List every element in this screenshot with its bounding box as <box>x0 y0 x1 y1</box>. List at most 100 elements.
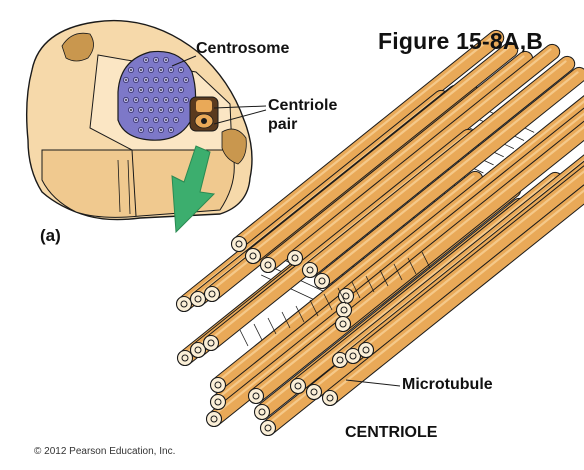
microtubule-end <box>259 419 277 437</box>
cell-texture <box>221 128 247 165</box>
nuclear-pore-center <box>130 69 132 71</box>
microtubule-highlight <box>236 34 496 243</box>
microtubule-end <box>209 393 227 411</box>
microtubule-end <box>357 341 375 359</box>
nuclear-pore-center <box>170 89 172 91</box>
nuclear-pore-center <box>165 79 167 81</box>
nuclear-pore-center <box>175 99 177 101</box>
microtubule-end <box>301 261 319 279</box>
nuclear-pore-center <box>170 109 172 111</box>
figure-title: Figure 15-8A,B <box>378 28 544 54</box>
linker-line <box>253 323 263 341</box>
microtubule-lumen <box>326 394 334 402</box>
microtubule-highlight <box>343 100 584 295</box>
microtubule-lumen <box>235 240 243 248</box>
linker-line <box>421 251 431 269</box>
nuclear-pore-center <box>150 89 152 91</box>
microtubule-highlight <box>307 60 567 269</box>
nuclear-pore-center <box>155 79 157 81</box>
cell-texture <box>61 32 94 62</box>
centriole-pair-leader <box>213 105 267 109</box>
linker-line <box>323 293 333 311</box>
microtubule-lumen <box>294 382 302 390</box>
cell-crease <box>117 159 131 215</box>
nuclear-pore-center <box>175 119 177 121</box>
linker-line <box>295 305 305 323</box>
nuclear-pore-center <box>185 99 187 101</box>
nuclear-pore-center <box>180 69 182 71</box>
microtubule-end <box>335 301 353 319</box>
microtubule-lumen <box>194 295 202 303</box>
linker-line <box>351 281 361 299</box>
nuclear-pore-center <box>165 119 167 121</box>
microtubule-lumen <box>339 320 347 328</box>
microtubule-lumen <box>318 277 326 285</box>
nucleus <box>117 50 197 141</box>
microtubule-tube <box>233 29 505 251</box>
nuclear-pore-center <box>125 79 127 81</box>
nuclear-pore-center <box>130 109 132 111</box>
nuclear-pore-center <box>125 99 127 101</box>
microtubule-lumen <box>207 339 215 347</box>
microtubule-label: Microtubule <box>402 376 493 393</box>
microtubule-end <box>344 347 362 365</box>
microtubule-highlight <box>292 48 552 257</box>
nuclear-pore-center <box>160 129 162 131</box>
cell-crease <box>131 149 137 217</box>
microtubule-tube <box>316 66 584 288</box>
nuclear-pore-center <box>165 99 167 101</box>
microtubule-highlight <box>363 170 584 349</box>
nuclear-pore-center <box>150 129 152 131</box>
microtubule-highlight <box>319 71 579 280</box>
microtubule-end <box>189 341 207 359</box>
microtubule-lumen <box>181 354 189 362</box>
microtubule-highlight <box>215 175 475 384</box>
nuclear-pore-center <box>160 89 162 91</box>
nuclear-pore-center <box>175 79 177 81</box>
magnify-arrow <box>171 145 216 234</box>
nuclear-pore-center <box>170 129 172 131</box>
nuclear-pore-center <box>145 99 147 101</box>
microtubule-end <box>253 403 271 421</box>
nuclear-pore-center <box>160 69 162 71</box>
microtubule-leader <box>345 379 401 387</box>
microtubule-highlight <box>340 125 584 323</box>
linker-line <box>393 263 403 281</box>
nuclear-pore-center <box>170 69 172 71</box>
microtubule-end <box>203 285 221 303</box>
microtubule-lumen <box>264 424 272 432</box>
microtubule-highlight <box>265 55 525 264</box>
centriole-pair-label-line2: pair <box>268 116 298 133</box>
centriole-pair-label-line1: Centriole <box>268 97 338 114</box>
microtubule-end <box>289 377 307 395</box>
centrosome-leader <box>171 55 197 67</box>
centrosome-label: Centrosome <box>196 40 290 57</box>
microtubule-lumen <box>214 398 222 406</box>
microtubule-lumen <box>362 346 370 354</box>
linker-line <box>365 275 375 293</box>
microtubule-lumen <box>249 252 257 260</box>
copyright-credit: © 2012 Pearson Education, Inc. <box>34 446 176 457</box>
microtubule-end <box>337 287 355 305</box>
microtubule-end <box>259 256 277 274</box>
microtubule-lumen <box>210 415 218 423</box>
microtubule-end <box>334 315 352 333</box>
microtubule-highlight <box>327 189 584 397</box>
linker-line <box>337 287 347 305</box>
cell-drawing <box>25 19 267 221</box>
nuclear-pore-center <box>140 129 142 131</box>
nuclear-pore-center <box>180 89 182 91</box>
microtubule-tube <box>304 55 576 277</box>
nuclear-pore-center <box>165 59 167 61</box>
microtubule-lumen <box>258 408 266 416</box>
microtubule-end <box>209 376 227 394</box>
microtubule-end <box>205 410 223 428</box>
microtubule-highlight <box>250 46 510 255</box>
microtubule-end <box>313 272 331 290</box>
linker-line <box>281 311 291 329</box>
microtubule-end <box>244 247 262 265</box>
panel-label: (a) <box>40 226 61 245</box>
microtubule-lumen <box>349 352 357 360</box>
nucleus-pores <box>123 57 189 133</box>
nuclear-pore-center <box>180 109 182 111</box>
